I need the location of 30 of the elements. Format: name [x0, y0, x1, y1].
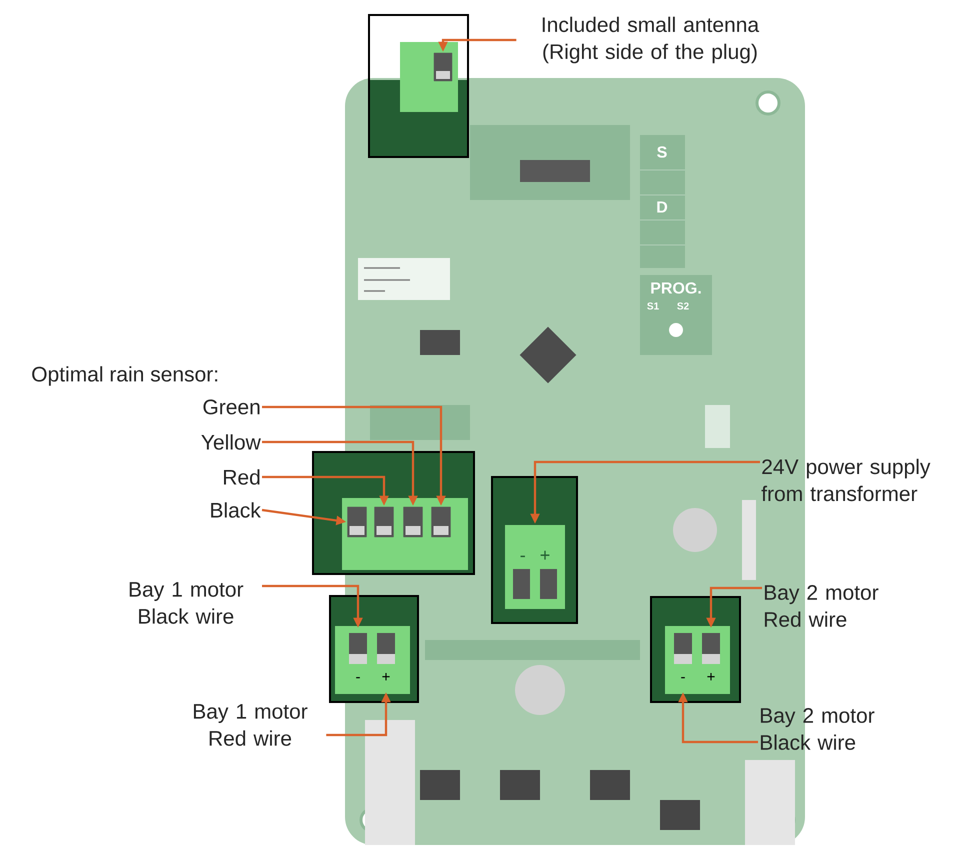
board-marking: PROG.: [651, 282, 701, 294]
callout-text: Bay 1 motor Black wire: [130, 582, 244, 624]
terminal-pin: +: [698, 629, 724, 691]
terminal-pin: -: [345, 629, 371, 691]
callout-text: Bay 1 motor Red wire: [194, 704, 308, 746]
board-marking: S2: [677, 302, 689, 310]
node-label: +: [707, 673, 715, 680]
callout-text: Yellow: [201, 434, 261, 450]
node-label: -: [356, 677, 360, 678]
board-marking: S: [657, 146, 667, 158]
callout-text: Bay 2 motor Red wire: [764, 585, 878, 627]
terminal-slot: [403, 506, 423, 538]
callout-text: Included small antenna (Right side of the plug): [542, 16, 760, 64]
board-marking: S1: [647, 302, 659, 310]
callout-text: Red: [224, 469, 260, 485]
node-label: -: [681, 677, 685, 678]
callout-text: Black: [211, 502, 261, 518]
terminal-pin: -: [670, 629, 696, 691]
terminal-slot: [431, 506, 451, 538]
node-label: +: [382, 673, 390, 680]
label-text: Optimal rain sensor:: [32, 366, 218, 386]
callout-text: 24V power supply from transformer: [762, 458, 930, 502]
power-terminal-block: - +: [505, 525, 565, 609]
terminal-pin: +: [373, 629, 399, 691]
terminal-slot: [347, 506, 367, 538]
terminal-slot: [434, 52, 452, 82]
terminal-slot: [374, 506, 394, 538]
callout-text: Green: [204, 400, 260, 414]
callout-text: Bay 2 motor Black wire: [760, 708, 874, 750]
board-marking: D: [657, 202, 668, 212]
